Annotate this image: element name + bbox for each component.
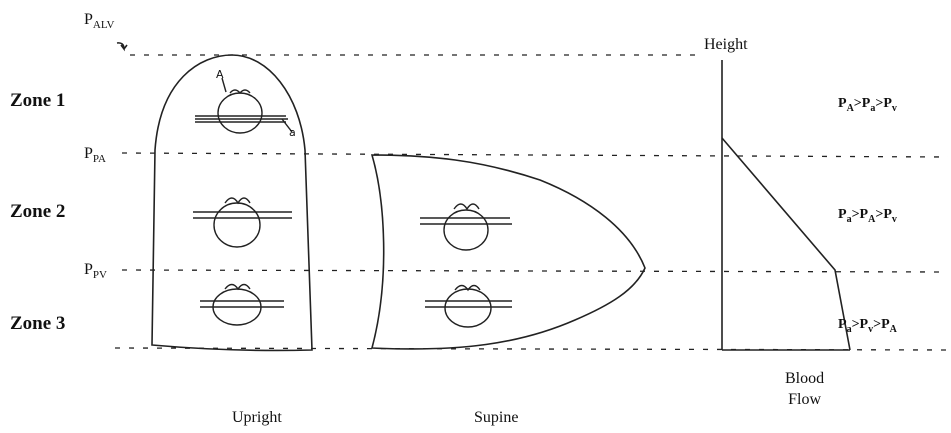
zone-label-2: Zone 2	[10, 202, 65, 221]
upright-alveolus-zone1	[195, 78, 292, 133]
blood-flow-label-line1: Blood	[785, 368, 824, 389]
height-axis-label: Height	[704, 37, 748, 53]
zone-condition-1: PA>Pa>Pv	[838, 97, 897, 114]
blood-flow-curve	[722, 138, 850, 350]
pressure-label-pv: PPV	[84, 262, 107, 281]
upright-alveolus-zone2	[193, 198, 292, 247]
alveolar-annotation: A	[216, 69, 224, 80]
supine-alveolus-zone3	[425, 286, 512, 328]
zone-condition-3: Pa>Pv>PA	[838, 318, 897, 335]
upright-alveolus-zone3	[200, 285, 284, 326]
upright-caption: Upright	[232, 410, 282, 426]
blood-flow-graph	[722, 60, 850, 350]
upright-lung-outline	[152, 55, 312, 350]
palv-pointer-arrow	[117, 43, 127, 49]
zone-label-3: Zone 3	[10, 314, 65, 333]
supine-caption: Supine	[474, 410, 518, 426]
blood-flow-label-line2: Flow	[785, 389, 824, 410]
zone-label-1: Zone 1	[10, 91, 65, 110]
zone-condition-2: Pa>PA>Pv	[838, 208, 897, 225]
pressure-label-pa: PPA	[84, 146, 106, 165]
supine-alveolus-zone2	[420, 204, 512, 250]
dashed-line-pa	[122, 153, 948, 157]
arterial-annotation: a	[289, 127, 296, 138]
pressure-label-alv: PALV	[84, 12, 115, 31]
supine-lung-outline	[372, 155, 645, 349]
blood-flow-label: Blood Flow	[785, 368, 824, 410]
dashed-line-pv	[122, 270, 948, 272]
